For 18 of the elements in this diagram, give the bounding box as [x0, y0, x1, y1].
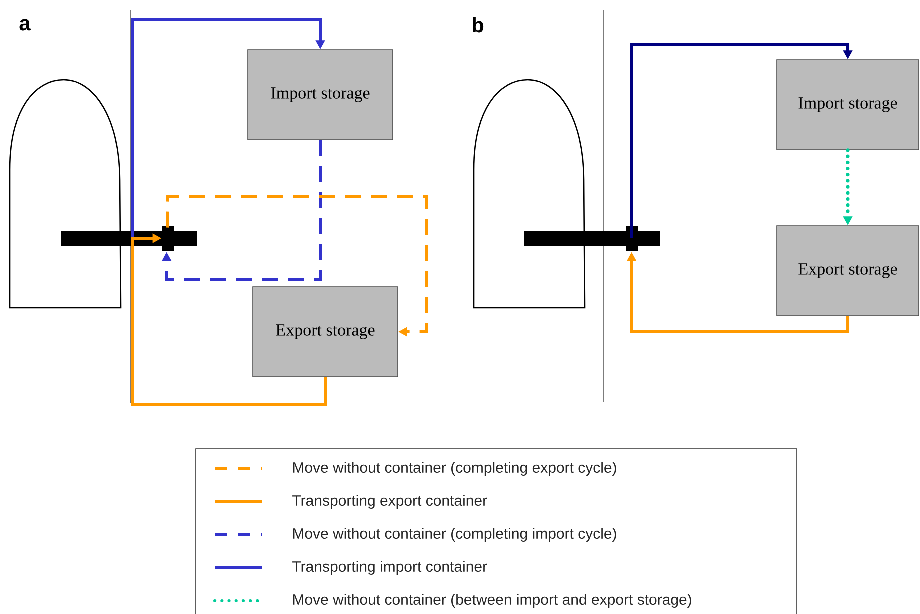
arrow — [132, 234, 327, 406]
legend-text: Transporting export container — [292, 495, 488, 509]
arrow — [131, 18, 326, 238]
storage-box: Export storage — [776, 226, 920, 316]
crane-bar — [61, 226, 197, 251]
legend-text: Move without container (completing export cycle) — [293, 462, 616, 476]
panel-label: a — [20, 19, 31, 31]
legend-text: Transporting import container — [292, 561, 488, 575]
arrow — [162, 140, 322, 282]
legend-text: Move without container (between import and export storage) — [293, 594, 692, 608]
legend-text: Move without container (completing import cycle) — [293, 528, 616, 542]
storage-box: Import storage — [248, 50, 394, 140]
storage-box: Import storage — [776, 60, 920, 150]
crane-bar — [524, 226, 660, 251]
storage-box: Export storage — [252, 286, 398, 378]
panel-label: b — [472, 17, 484, 33]
arrow — [630, 44, 853, 238]
arrow — [166, 196, 428, 337]
